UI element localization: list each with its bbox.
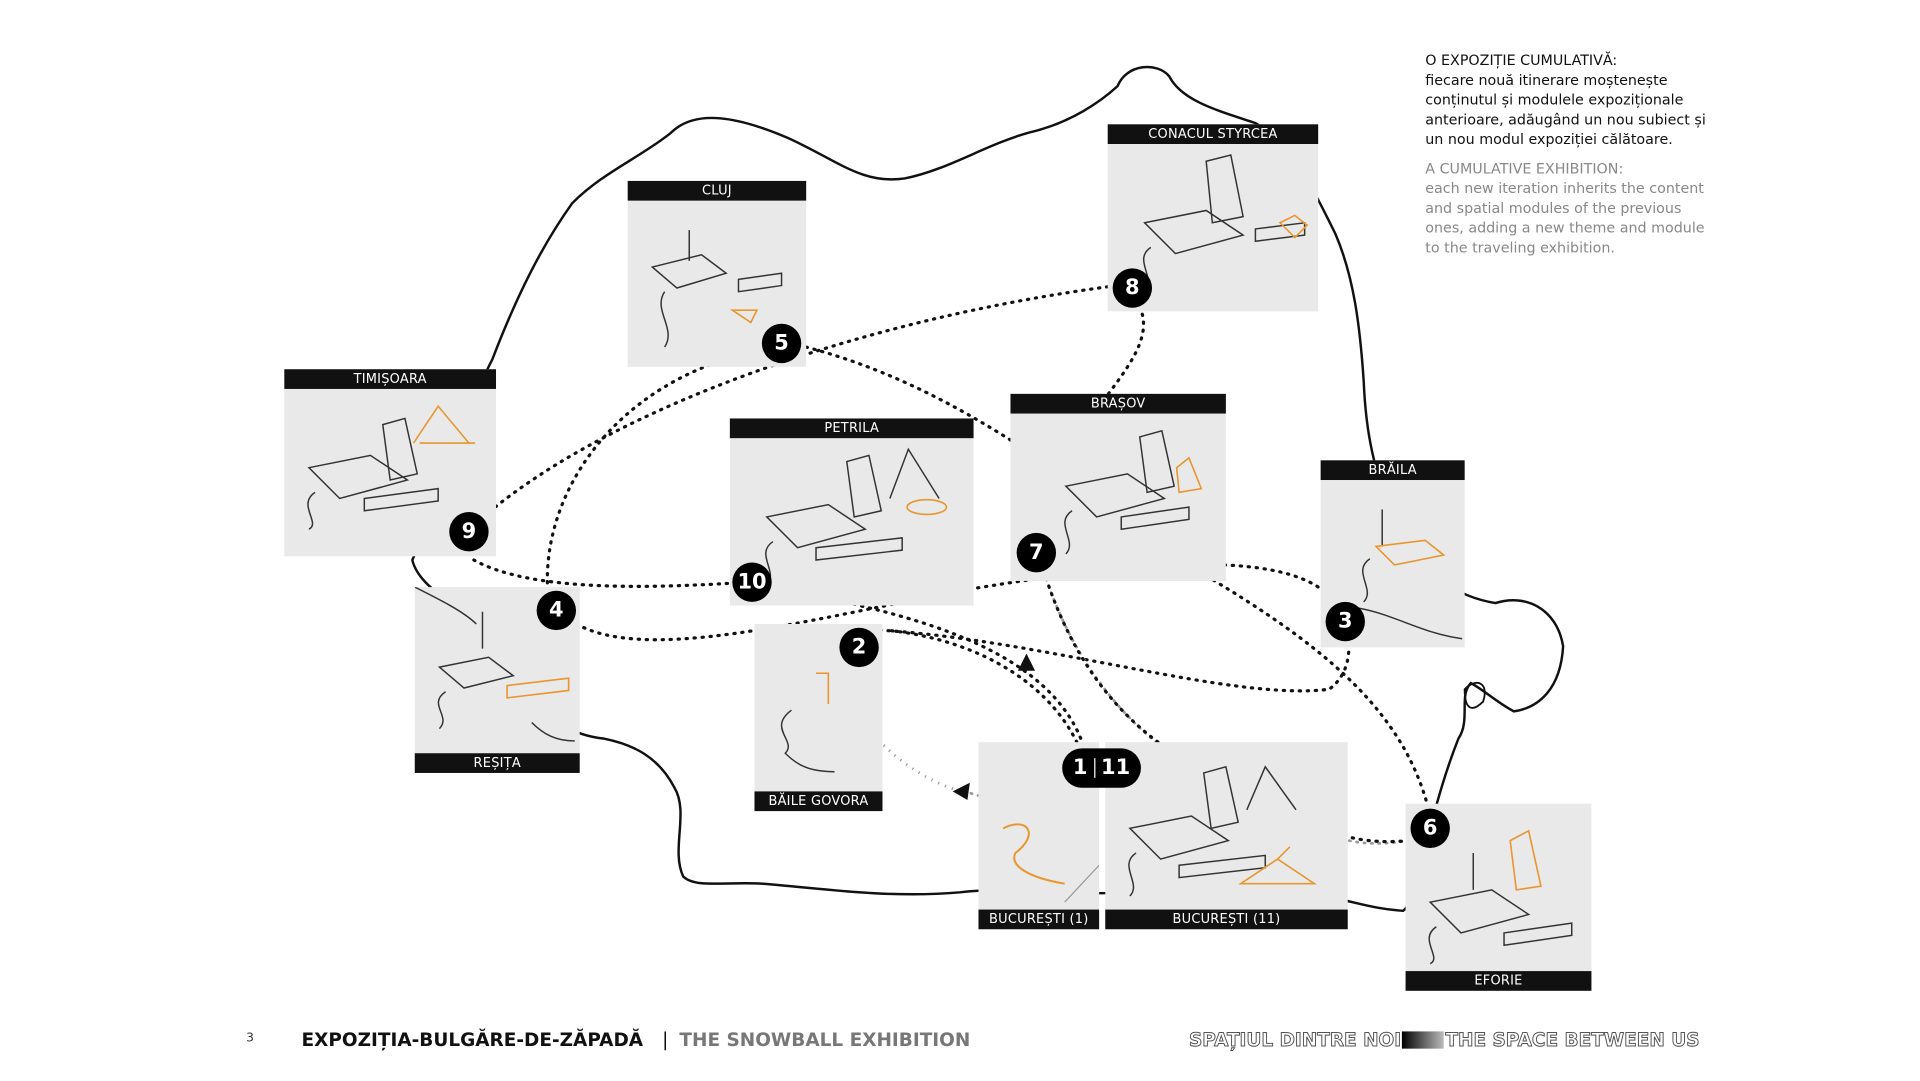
- location-label: PETRILA: [729, 418, 974, 439]
- panel-cluj[interactable]: CLUJ: [627, 180, 807, 367]
- arrow-head-icon: [952, 782, 970, 801]
- description-note: O EXPOZIȚIE CUMULATIVĂ: fiecare nouă itin…: [1425, 50, 1708, 257]
- marker-number: 1: [1072, 755, 1088, 781]
- marker-4[interactable]: 4: [536, 590, 577, 631]
- exhibition-sketch-icon: [1064, 429, 1203, 555]
- note-ro-title: O EXPOZIȚIE CUMULATIVĂ:: [1425, 51, 1618, 69]
- location-label: BRAȘOV: [1010, 393, 1226, 414]
- note-romanian: O EXPOZIȚIE CUMULATIVĂ: fiecare nouă itin…: [1425, 50, 1708, 148]
- exhibition-sketch-icon: [765, 447, 948, 586]
- marker-number: 11: [1101, 755, 1131, 781]
- route-3-4: [570, 562, 1338, 642]
- route-1-2: [884, 628, 1085, 759]
- note-en-body: each new iteration inherits the content …: [1425, 179, 1705, 257]
- marker-6[interactable]: 6: [1410, 808, 1450, 849]
- note-ro-body: fiecare nouă itinerare moștenește conțin…: [1425, 71, 1706, 148]
- route-1-to-2-gray: [835, 670, 961, 793]
- location-label: REȘIȚA: [414, 753, 580, 773]
- black-sea-lake: [1463, 681, 1486, 709]
- marker-9[interactable]: 9: [449, 512, 489, 552]
- brand-english: THE SPACE BETWEEN US: [1445, 1028, 1700, 1052]
- marker-2[interactable]: 2: [839, 627, 879, 668]
- marker-10[interactable]: 10: [732, 562, 772, 602]
- brand-logo: SPAȚIUL DINTRE NOI THE SPACE BETWEEN US: [1188, 1028, 1700, 1052]
- marker-5[interactable]: 5: [761, 323, 802, 364]
- panel-brasov[interactable]: BRAȘOV: [1010, 393, 1226, 581]
- route-9-10: [472, 558, 731, 588]
- arrow-head-icon: [1017, 653, 1036, 671]
- marker-8[interactable]: 8: [1112, 268, 1153, 308]
- exhibition-sketch-icon: [780, 672, 835, 773]
- note-en-title: A CUMULATIVE EXHIBITION:: [1425, 160, 1624, 178]
- gradient-block-icon: [1402, 1031, 1445, 1049]
- exhibition-sketch-icon: [650, 230, 783, 348]
- location-label: TIMIȘOARA: [284, 369, 497, 389]
- location-label: CONACUL STYRCEA: [1107, 124, 1319, 145]
- panel-timisoara[interactable]: TIMIȘOARA: [284, 369, 497, 557]
- location-label: CLUJ: [627, 180, 807, 201]
- location-label: BĂILE GOVORA: [754, 791, 883, 812]
- title-divider: |: [662, 1028, 669, 1052]
- route-2-3: [878, 619, 1351, 693]
- exhibition-sketch-icon: [307, 404, 476, 530]
- divider: [1093, 758, 1095, 778]
- location-label: BUCUREȘTI (1): [978, 909, 1100, 930]
- panel-bucuresti-11[interactable]: BUCUREȘTI (11): [1105, 742, 1348, 930]
- title-romanian: EXPOZIȚIA-BULGĂRE-DE-ZĂPADĂ: [301, 1028, 644, 1052]
- location-label: BUCUREȘTI (11): [1105, 909, 1348, 930]
- route-8-9: [484, 285, 1110, 517]
- route-4-5: [545, 349, 759, 593]
- exhibition-sketch-icon: [1002, 823, 1100, 903]
- marker-7[interactable]: 7: [1016, 532, 1057, 573]
- exhibition-sketch-icon: [1128, 765, 1318, 897]
- exhibition-sketch-icon: [1357, 509, 1463, 640]
- marker-3[interactable]: 3: [1325, 601, 1365, 642]
- exhibition-sketch-icon: [414, 587, 575, 742]
- location-label: EFORIE: [1405, 971, 1592, 991]
- exhibition-sketch-icon: [1142, 154, 1309, 291]
- location-label: BRĂILA: [1320, 460, 1465, 481]
- exhibition-sketch-icon: [1428, 829, 1573, 965]
- brand-romanian: SPAȚIUL DINTRE NOI: [1188, 1028, 1402, 1052]
- page-number: 3: [246, 1031, 255, 1045]
- note-english: A CUMULATIVE EXHIBITION:each new iterati…: [1425, 159, 1708, 257]
- country-border: [411, 65, 1565, 913]
- title-english: THE SNOWBALL EXHIBITION: [679, 1028, 971, 1052]
